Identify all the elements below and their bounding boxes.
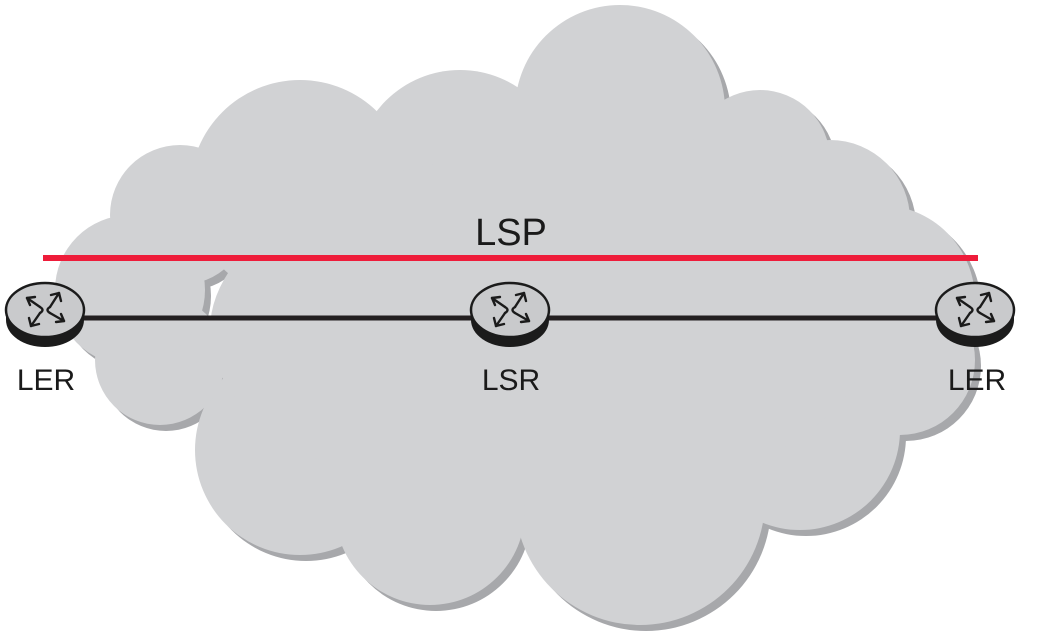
router-lsr: [469, 281, 551, 349]
router-icon: [469, 281, 551, 349]
lsp-label: LSP: [475, 212, 547, 254]
router-icon: [4, 281, 86, 349]
node-label-lsr: LSR: [482, 364, 540, 397]
node-label-ler-right: LER: [948, 364, 1006, 397]
router-ler-right: [934, 281, 1016, 349]
router-icon: [934, 281, 1016, 349]
router-ler-left: [4, 281, 86, 349]
node-label-ler-left: LER: [17, 364, 75, 397]
